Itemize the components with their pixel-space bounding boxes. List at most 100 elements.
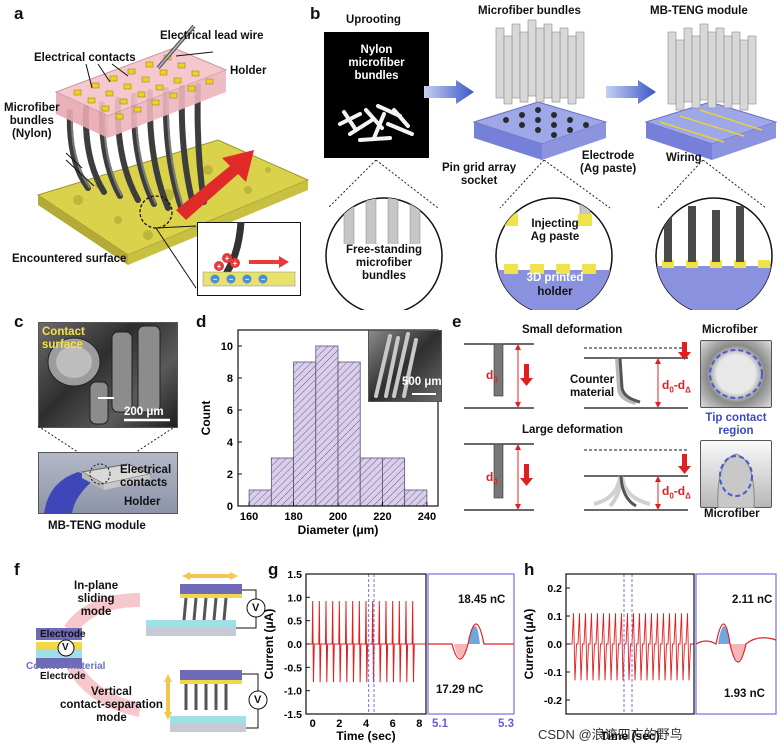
deformation-schematic — [464, 342, 691, 511]
label-holder-c: Holder — [124, 496, 161, 508]
title-microfiber-bundles: Microfiber bundles — [478, 5, 581, 17]
module-illustration — [644, 23, 778, 160]
label-holder-a: Holder — [230, 65, 267, 77]
y-tick-label: -0.1 — [544, 667, 562, 679]
label-contact-surface: Contact surface — [42, 326, 85, 351]
arrow-icon-2 — [606, 80, 656, 104]
label-microfiber-top: Microfiber — [702, 324, 758, 336]
voltmeter-top: V — [252, 602, 260, 614]
x-tick-label: 220 — [373, 511, 391, 523]
current-trace — [306, 601, 426, 683]
sem-scale-500: 500 μm — [402, 376, 442, 388]
svg-text:+: + — [233, 259, 238, 268]
label-small-deformation: Small deformation — [522, 324, 623, 336]
histogram-bar — [404, 489, 428, 507]
y-tick-label: 0 — [227, 501, 233, 513]
svg-text:−: − — [261, 277, 265, 284]
x-tick-label: 2 — [336, 718, 342, 730]
tip-contact-ellipse-top — [709, 349, 763, 399]
module-hand-shapes — [44, 463, 152, 514]
panel-h-letter: h — [524, 560, 535, 579]
inset-g-x-left: 5.1 — [432, 718, 448, 730]
zoom-trace — [695, 623, 777, 663]
label-counter-material-f: Counter material — [26, 661, 106, 672]
label-d0-small: d0 — [486, 368, 498, 385]
panel-d-letter: d — [196, 312, 207, 331]
tip-contact-ellipse-bottom — [717, 453, 755, 508]
voltmeter-bottom: V — [254, 694, 262, 706]
svg-text:−: − — [229, 277, 233, 284]
panel-a-contact-inset: −−−− +++ — [197, 222, 301, 296]
x-tick-label: 240 — [418, 511, 436, 523]
y-tick-label: 8 — [227, 373, 233, 385]
arrow-icon-1 — [424, 80, 474, 104]
x-axis-label: Time (sec) — [336, 729, 395, 743]
x-tick-label: 0 — [310, 718, 316, 730]
x-tick-label: 8 — [416, 718, 422, 730]
label-free-standing: Free-standing microfiber bundles — [338, 244, 430, 283]
title-mb-teng-module: MB-TENG module — [650, 5, 748, 17]
y-tick-label: 0.0 — [287, 639, 302, 651]
watermark-text: CSDN @浪迹四方的野鸟 — [538, 727, 683, 742]
y-tick-label: 10 — [221, 341, 233, 353]
label-injecting-ag: Injecting Ag paste — [530, 218, 580, 243]
svg-text:−: − — [213, 277, 217, 284]
negative-charge-area — [454, 644, 468, 658]
label-electrode-top-f: Electrode — [40, 629, 86, 640]
y-tick-label: 0.2 — [547, 583, 562, 595]
nylon-bundles-icon — [338, 104, 414, 142]
plot-frame — [565, 573, 695, 715]
panel-g-letter: g — [268, 560, 279, 579]
label-vertical-mode: Vertical contact-separation mode — [60, 686, 163, 724]
label-electrical-lead-wire: Electrical lead wire — [160, 30, 264, 42]
positive-charge-area — [468, 626, 480, 644]
label-large-deformation: Large deformation — [522, 424, 623, 436]
label-pin-grid: Pin grid array socket — [442, 162, 517, 187]
inset-g-x-right: 5.3 — [498, 718, 514, 730]
y-tick-label: 1.5 — [287, 569, 302, 581]
photo-microfiber-top — [700, 340, 772, 408]
histogram-bar — [270, 457, 294, 507]
histogram-bar — [293, 361, 317, 507]
y-tick-label: 2 — [227, 469, 233, 481]
panel-b-letter: b — [310, 4, 321, 23]
label-electrode-ag: Electrode (Ag paste) — [580, 150, 637, 175]
y-axis-label: Current (μA) — [522, 609, 536, 680]
histogram-bar — [337, 361, 361, 507]
mode-schematic — [36, 572, 268, 732]
y-tick-label: 0.1 — [547, 611, 562, 623]
panel-e-letter: e — [452, 312, 462, 331]
current-trace — [566, 613, 694, 681]
y-tick-label: 0.5 — [287, 616, 302, 628]
label-microfiber-bundles-a: Microfiber bundles (Nylon) — [4, 102, 60, 140]
sem-scale-200: 200 μm — [124, 406, 164, 418]
y-axis-label: Count — [199, 401, 213, 436]
x-tick-label: 160 — [240, 511, 258, 523]
label-microfiber-bottom: Microfiber — [704, 508, 760, 520]
inset-h-top: 2.11 nC — [732, 594, 773, 606]
inset-g-top: 18.45 nC — [458, 594, 506, 606]
sem-inset-d-fibers — [374, 332, 436, 398]
y-tick-label: 6 — [227, 405, 233, 417]
y-tick-label: -0.5 — [284, 662, 302, 674]
svg-text:+: + — [225, 254, 230, 263]
label-dd-large: d0-dΔ — [662, 484, 691, 501]
label-nylon-bundles: Nylon microfiber bundles — [348, 44, 405, 82]
y-tick-label: -1.5 — [284, 709, 302, 721]
sem-fiber-shapes — [47, 325, 170, 425]
label-wiring: Wiring — [666, 152, 702, 164]
panel-c-letter: c — [14, 312, 24, 331]
label-d0-large: d0 — [486, 470, 498, 487]
histogram-bar — [315, 345, 339, 507]
y-tick-label: -0.2 — [544, 695, 562, 707]
x-axis-label: Diameter (μm) — [298, 523, 379, 537]
label-dd-small: d0-dΔ — [662, 378, 691, 395]
histogram-bar — [359, 457, 383, 507]
label-inplane-mode: In-plane sliding mode — [74, 580, 119, 618]
label-electrode-bottom-f: Electrode — [40, 671, 86, 682]
inset-h-bottom: 1.93 nC — [724, 688, 765, 700]
zoom-circles — [325, 160, 773, 310]
label-electrical-contacts-a: Electrical contacts — [34, 52, 136, 64]
x-tick-label: 180 — [284, 511, 302, 523]
